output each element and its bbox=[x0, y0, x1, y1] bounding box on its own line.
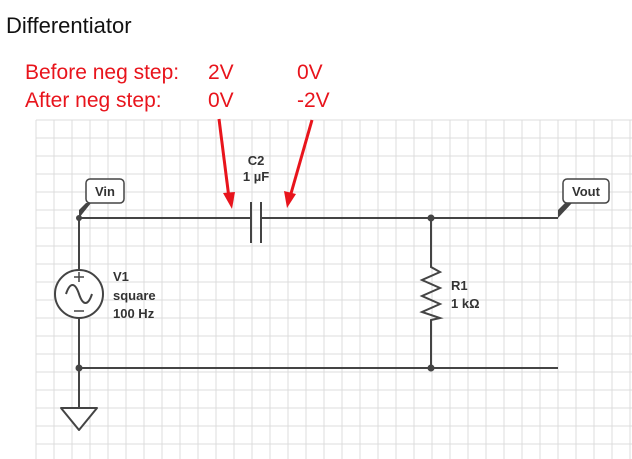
resistor-name: R1 bbox=[451, 278, 468, 293]
wires bbox=[78, 217, 558, 408]
right-plate-arrow bbox=[284, 119, 314, 208]
page-title: Differentiator bbox=[6, 13, 132, 38]
vout-tag[interactable]: Vout bbox=[558, 178, 610, 218]
junction-dot bbox=[427, 364, 435, 372]
resistor-icon bbox=[419, 263, 444, 323]
annotation-row2-right-value: -2V bbox=[297, 89, 330, 112]
resistor-r1[interactable]: R1 1 kΩ bbox=[419, 263, 480, 323]
capacitor-name: C2 bbox=[248, 153, 265, 168]
vin-label: Vin bbox=[95, 184, 115, 199]
capacitor-icon bbox=[250, 202, 262, 243]
grid-background bbox=[35, 119, 632, 459]
ground-icon bbox=[60, 407, 98, 431]
voltage-source-v1[interactable]: V1 square 100 Hz bbox=[54, 269, 156, 321]
source-frequency: 100 Hz bbox=[113, 306, 155, 321]
source-type: square bbox=[113, 288, 156, 303]
vout-label: Vout bbox=[572, 184, 601, 199]
annotation-row2-label: After neg step: bbox=[25, 89, 162, 112]
junction-dot bbox=[75, 364, 83, 372]
left-plate-arrow bbox=[217, 118, 235, 209]
source-name: V1 bbox=[113, 269, 129, 284]
voltage-annotation: Before neg step: 2V 0V After neg step: 0… bbox=[25, 61, 330, 112]
vin-tag[interactable]: Vin bbox=[79, 178, 125, 218]
capacitor-c2[interactable]: C2 1 µF bbox=[243, 153, 269, 243]
resistor-value: 1 kΩ bbox=[451, 296, 480, 311]
ac-source-icon bbox=[54, 269, 104, 319]
annotation-row1-right-value: 0V bbox=[297, 61, 323, 84]
annotation-row1-label: Before neg step: bbox=[25, 61, 179, 84]
junction-dot bbox=[427, 214, 435, 222]
annotation-row1-left-value: 2V bbox=[208, 61, 234, 84]
capacitor-value: 1 µF bbox=[243, 169, 269, 184]
annotation-row2-left-value: 0V bbox=[208, 89, 234, 112]
